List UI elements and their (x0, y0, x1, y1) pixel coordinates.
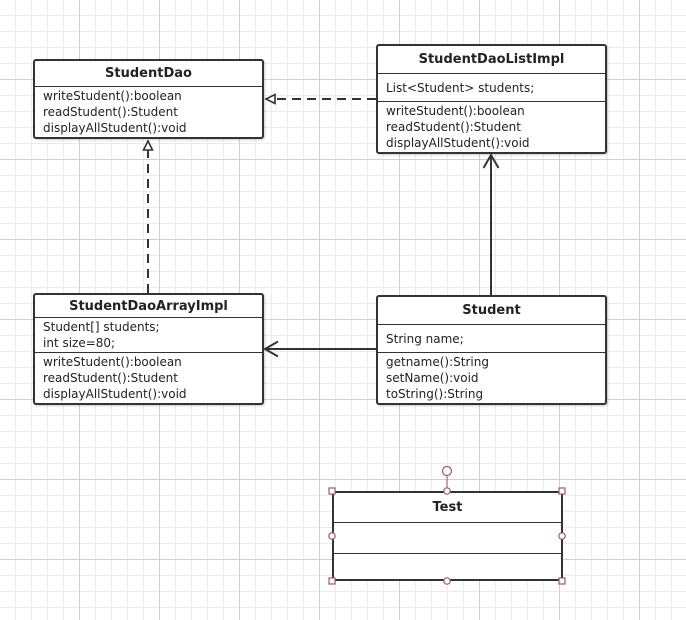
attributes-section: Student[] students; int size=80; (35, 318, 262, 352)
resize-handle-w[interactable] (328, 532, 336, 540)
attribute: int size=80; (43, 336, 116, 350)
class-student[interactable]: Student String name; getname():String se… (376, 295, 607, 405)
class-student-dao-list-impl[interactable]: StudentDaoListImpl List<Student> student… (376, 44, 607, 154)
resize-handle-s[interactable] (443, 577, 451, 585)
methods-section: getname():String setName():void toString… (378, 352, 605, 403)
resize-handle-se[interactable] (558, 577, 566, 585)
attributes-section (334, 523, 561, 553)
class-name: StudentDaoArrayImpl (35, 295, 262, 318)
class-student-dao-array-impl[interactable]: StudentDaoArrayImpl Student[] students; … (33, 293, 264, 405)
class-name: StudentDao (35, 61, 262, 87)
rotate-handle[interactable] (441, 465, 453, 477)
method: readStudent():Student (386, 120, 521, 134)
resize-handle-ne[interactable] (558, 487, 566, 495)
methods-section: writeStudent():boolean readStudent():Stu… (35, 87, 262, 137)
method: getname():String (386, 355, 489, 369)
attribute: List<Student> students; (386, 80, 535, 95)
class-name: Test (334, 493, 561, 523)
method: writeStudent():boolean (43, 355, 182, 369)
methods-section: writeStudent():boolean readStudent():Stu… (35, 352, 262, 403)
resize-handle-nw[interactable] (328, 487, 336, 495)
method: displayAllStudent():void (386, 136, 530, 150)
class-name: StudentDaoListImpl (378, 46, 605, 75)
resize-handle-sw[interactable] (328, 577, 336, 585)
class-student-dao[interactable]: StudentDao writeStudent():boolean readSt… (33, 59, 264, 139)
method: displayAllStudent():void (43, 387, 187, 401)
resize-handle-e[interactable] (558, 532, 566, 540)
method: readStudent():Student (43, 371, 178, 385)
method: toString():String (386, 387, 484, 401)
method: writeStudent():boolean (43, 89, 182, 103)
class-test[interactable]: Test (332, 491, 563, 581)
method: displayAllStudent():void (43, 121, 187, 135)
method: setName():void (386, 371, 479, 385)
attributes-section: List<Student> students; (378, 74, 605, 101)
attribute: Student[] students; (43, 320, 160, 334)
class-name: Student (378, 297, 605, 326)
attributes-section: String name; (378, 325, 605, 352)
methods-section (334, 553, 561, 579)
attribute: String name; (386, 331, 464, 346)
resize-handle-n[interactable] (443, 487, 451, 495)
methods-section: writeStudent():boolean readStudent():Stu… (378, 101, 605, 152)
method: writeStudent():boolean (386, 104, 525, 118)
method: readStudent():Student (43, 105, 178, 119)
